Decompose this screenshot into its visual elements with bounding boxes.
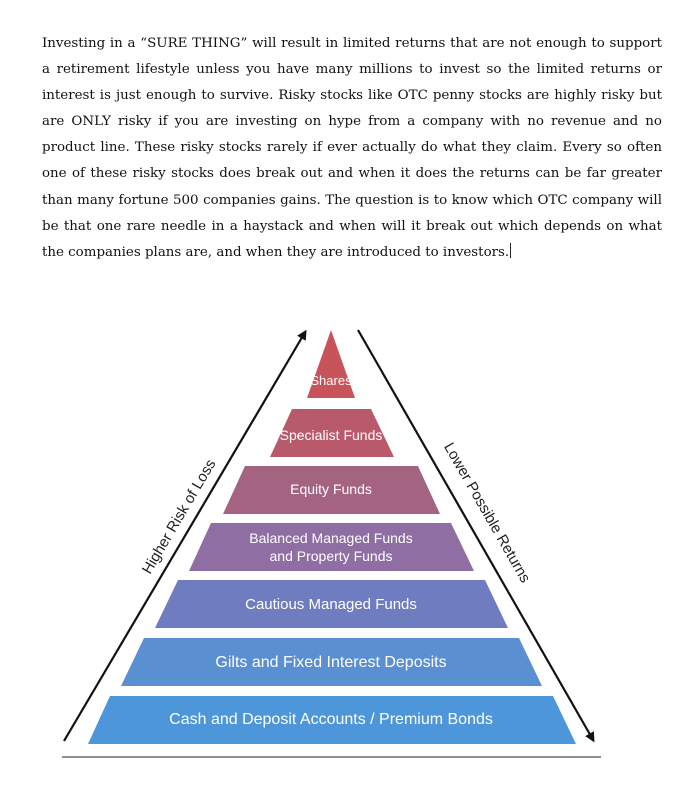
level-label: Equity Funds [290, 481, 372, 497]
level-label: Gilts and Fixed Interest Deposits [215, 654, 446, 671]
level-shape [223, 466, 440, 514]
pyramid-level-gilts: Gilts and Fixed Interest Deposits [121, 638, 542, 686]
level-shape [307, 330, 355, 398]
level-shape [155, 580, 508, 628]
text-cursor [510, 242, 512, 258]
pyramid-level-balanced-property: Balanced Managed Funds and Property Fund… [189, 523, 474, 571]
paragraph-text: Investing in a “SURE THING” will result … [42, 36, 662, 260]
pyramid-level-cautious-managed: Cautious Managed Funds [155, 580, 508, 628]
level-shape [189, 523, 474, 571]
level-label: Shares [310, 373, 352, 388]
level-label: Cautious Managed Funds [245, 596, 417, 613]
level-shape [270, 409, 394, 457]
pyramid-level-equity-funds: Equity Funds [223, 466, 440, 514]
level-label-line1: Balanced Managed Funds [249, 530, 412, 546]
pyramid-level-specialist-funds: Specialist Funds [270, 409, 394, 457]
level-shape [121, 638, 542, 686]
level-shape [88, 696, 576, 744]
level-label-line2: and Property Funds [270, 548, 393, 564]
risk-arrow [63, 329, 307, 742]
level-label: Specialist Funds [280, 427, 383, 443]
pyramid-level-shares: Shares [307, 330, 355, 398]
body-paragraph: Investing in a “SURE THING” will result … [42, 31, 662, 266]
pyramid-level-cash: Cash and Deposit Accounts / Premium Bond… [88, 696, 576, 744]
returns-arrow [357, 329, 595, 743]
level-label: Cash and Deposit Accounts / Premium Bond… [169, 711, 493, 728]
